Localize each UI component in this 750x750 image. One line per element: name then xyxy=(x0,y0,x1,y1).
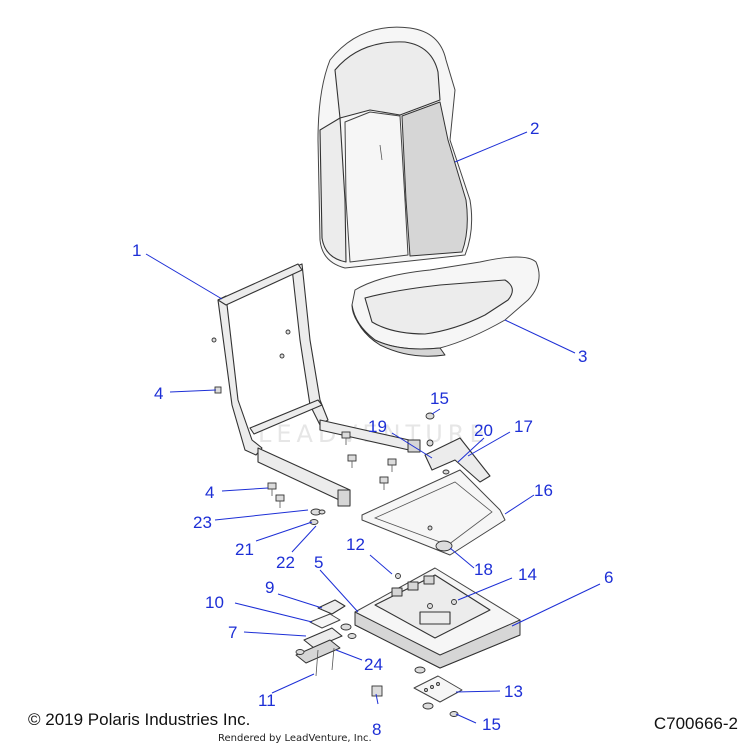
callout-6: 6 xyxy=(604,568,613,587)
callout-17: 17 xyxy=(514,417,533,436)
callout-7: 7 xyxy=(228,623,237,642)
diagram-id: C700666-2 xyxy=(653,714,738,733)
callout-23: 23 xyxy=(193,513,212,532)
callout-5: 5 xyxy=(314,553,323,572)
callout-9: 9 xyxy=(265,578,274,597)
rendered-by-text: Rendered by LeadVenture, Inc. xyxy=(218,733,372,744)
callout-8: 8 xyxy=(372,720,381,739)
callout-15-lower: 15 xyxy=(482,715,501,734)
callout-14: 14 xyxy=(518,565,537,584)
callout-13: 13 xyxy=(504,682,523,701)
leader-lines xyxy=(145,131,601,724)
callout-15-upper: 15 xyxy=(430,389,449,408)
callout-3: 3 xyxy=(578,347,587,366)
seat-base[interactable] xyxy=(354,567,521,669)
callout-18: 18 xyxy=(474,560,493,579)
callout-4-upper: 4 xyxy=(154,384,163,403)
callout-labels: 1 2 3 4 4 5 6 7 8 9 10 11 12 13 14 15 15… xyxy=(132,119,613,739)
copyright-text: © 2019 Polaris Industries Inc. xyxy=(28,710,251,729)
seat-cushion[interactable] xyxy=(351,256,540,357)
callout-1: 1 xyxy=(132,241,141,260)
callout-10: 10 xyxy=(205,593,224,612)
callout-12: 12 xyxy=(346,535,365,554)
callout-19: 19 xyxy=(368,417,387,436)
callout-2: 2 xyxy=(530,119,539,138)
frame-hardware[interactable] xyxy=(214,386,397,525)
callout-16: 16 xyxy=(534,481,553,500)
callout-11: 11 xyxy=(258,691,276,710)
callout-24: 24 xyxy=(364,655,383,674)
callout-4-lower: 4 xyxy=(205,483,214,502)
seat-backrest[interactable] xyxy=(317,26,473,269)
slider-plate[interactable] xyxy=(361,469,506,556)
seat-frame[interactable] xyxy=(211,263,421,507)
callout-20: 20 xyxy=(474,421,493,440)
release-lever[interactable] xyxy=(424,437,491,483)
latch-hardware[interactable] xyxy=(295,412,463,717)
callout-21: 21 xyxy=(235,540,254,559)
callout-22: 22 xyxy=(276,553,295,572)
